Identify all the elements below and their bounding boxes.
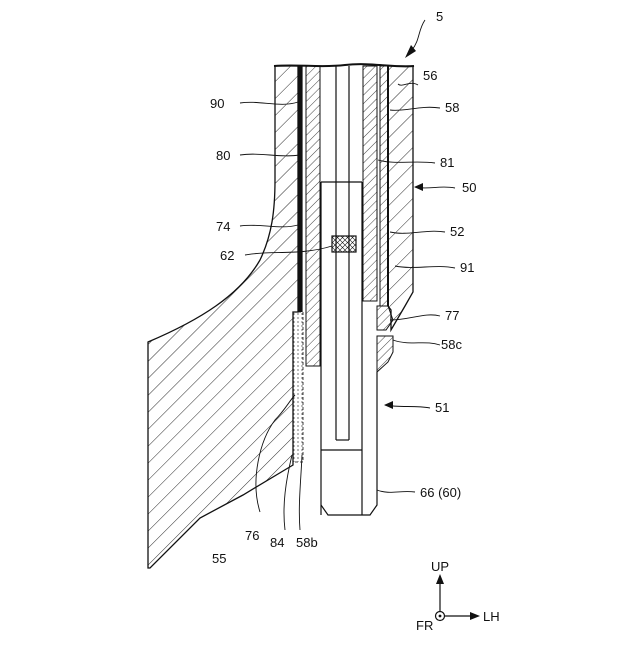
label-84: 84 [270, 535, 284, 550]
orientation-indicator: UP FR LH [416, 559, 500, 633]
label-91: 91 [460, 260, 474, 275]
label-90: 90 [210, 96, 224, 111]
label-80: 80 [216, 148, 230, 163]
up-arrow-icon [436, 574, 444, 584]
label-52: 52 [450, 224, 464, 239]
label-66-60: 66 (60) [420, 485, 461, 500]
block-62 [332, 236, 356, 252]
label-58b: 58b [296, 535, 318, 550]
strip-84 [293, 312, 303, 462]
axis-up: UP [431, 559, 449, 574]
figure-number: 5 [436, 9, 443, 24]
label-51: 51 [435, 400, 449, 415]
label-58: 58 [445, 100, 459, 115]
label-81: 81 [440, 155, 454, 170]
lip-58c [377, 336, 393, 372]
label-56: 56 [423, 68, 437, 83]
label-58c: 58c [441, 337, 462, 352]
cover-56 [388, 66, 413, 330]
label-76: 76 [245, 528, 259, 543]
label-50: 50 [462, 180, 476, 195]
break-line [274, 64, 414, 66]
label-55: 55 [212, 551, 226, 566]
tube-wall-left [306, 66, 320, 366]
label-62: 62 [220, 248, 234, 263]
axis-lh: LH [483, 609, 500, 624]
layer-58 [380, 66, 388, 306]
body-55 [148, 66, 298, 568]
axis-fr: FR [416, 618, 433, 633]
label-77: 77 [445, 308, 459, 323]
label-74: 74 [216, 219, 230, 234]
tube-wall-right [363, 66, 377, 301]
right-arrow-icon [470, 612, 480, 620]
